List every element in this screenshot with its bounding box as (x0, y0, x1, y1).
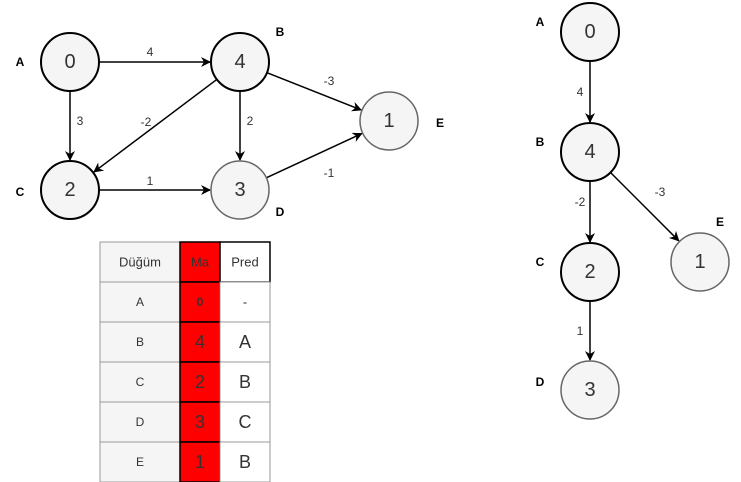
tree-node-letter-b: B (536, 135, 545, 149)
tree-edge-weight-b-e: -3 (655, 185, 666, 199)
tree-node-e (670, 232, 730, 292)
table-cell-value-dugum-5: E (136, 455, 144, 469)
graph-node-d (210, 160, 270, 220)
table-cell-value-pred-1: - (243, 295, 247, 310)
table-cell-value-pred-2: A (239, 332, 251, 352)
tree-node-a (560, 2, 620, 62)
graph-edge-weight-c-d: 1 (147, 174, 154, 188)
tree-edge-weight-c-d: 1 (577, 324, 584, 338)
graph-node-e (359, 91, 419, 151)
table-cell-dugum-3 (99, 361, 181, 403)
graph-node-letter-c: C (16, 185, 25, 199)
table-cell-value-ma-2: 4 (195, 332, 205, 352)
graph-edge-weight-d-e: -1 (324, 166, 335, 180)
graph-node-value-a: 0 (64, 51, 75, 73)
table-cell-ma-1 (179, 281, 221, 323)
graph-edge-d-e (266, 132, 363, 179)
table-header-pred (219, 241, 271, 283)
tree-node-value-c: 2 (584, 261, 595, 283)
table-cell-pred-5 (219, 441, 271, 482)
table-cell-value-ma-4: 3 (195, 412, 205, 432)
graph-edge-b-c (93, 78, 218, 173)
table-cell-value-dugum-4: D (136, 415, 145, 429)
table-cell-dugum-1 (99, 281, 181, 323)
tree-node-letter-c: C (536, 255, 545, 269)
table-header-dugum (99, 241, 181, 283)
table-cell-dugum-2 (99, 321, 181, 363)
tree-node-b (560, 122, 620, 182)
tree-node-c (560, 242, 620, 302)
tree-node-value-b: 4 (584, 141, 595, 163)
tree-node-d (560, 360, 620, 420)
graph-node-letter-d: D (276, 205, 285, 219)
table-header-label-pred: Pred (231, 255, 258, 270)
table-cell-value-ma-3: 2 (195, 372, 205, 392)
graph-node-value-b: 4 (234, 51, 245, 73)
table-cell-pred-2 (219, 321, 271, 363)
tree-edge-b-e (609, 171, 680, 242)
tree-node-value-a: 0 (584, 21, 595, 43)
tree-node-value-d: 3 (584, 379, 595, 401)
graph-node-c (40, 160, 100, 220)
table-cell-ma-5 (179, 441, 221, 482)
tree-node-letter-d: D (536, 375, 545, 389)
table-cell-value-pred-5: B (239, 452, 251, 472)
graph-node-a (40, 32, 100, 92)
graph-node-value-c: 2 (64, 179, 75, 201)
tree-edge-weight-b-c: -2 (575, 195, 586, 209)
tree-node-value-e: 1 (694, 251, 705, 273)
graph-node-value-e: 1 (383, 110, 394, 132)
graph-node-letter-a: A (16, 55, 25, 69)
graph-edge-weight-a-b: 4 (147, 45, 154, 59)
tree-node-letter-a: A (536, 15, 545, 29)
table-cell-value-dugum-2: B (136, 335, 144, 349)
table-cell-pred-4 (219, 401, 271, 443)
table-header-label-dugum: Düğüm (119, 255, 161, 270)
graph-node-letter-e: E (436, 116, 444, 130)
table-cell-value-pred-3: B (239, 372, 251, 392)
graph-node-b (210, 32, 270, 92)
graph-edge-weight-b-c: -2 (141, 115, 152, 129)
tree-node-letter-e: E (716, 215, 724, 229)
graph-node-letter-b: B (276, 25, 285, 39)
table-header-label-ma: Ma (191, 255, 210, 270)
table-cell-value-ma-5: 1 (195, 452, 205, 472)
graph-edge-weight-b-e: -3 (324, 74, 335, 88)
table-cell-value-dugum-1: A (136, 295, 144, 309)
table-cell-ma-4 (179, 401, 221, 443)
table-cell-ma-3 (179, 361, 221, 403)
table-header-ma (179, 241, 221, 283)
table-cell-value-dugum-3: C (136, 375, 145, 389)
table-cell-value-pred-4: C (239, 412, 252, 432)
graph-node-value-d: 3 (234, 179, 245, 201)
table-cell-pred-3 (219, 361, 271, 403)
graph-edge-b-e (266, 71, 363, 112)
table-cell-value-ma-1: 0 (197, 295, 204, 309)
graph-edge-weight-b-d: 2 (247, 114, 254, 128)
tree-edge-weight-a-b: 4 (577, 85, 584, 99)
graph-edge-weight-a-c: 3 (77, 114, 84, 128)
